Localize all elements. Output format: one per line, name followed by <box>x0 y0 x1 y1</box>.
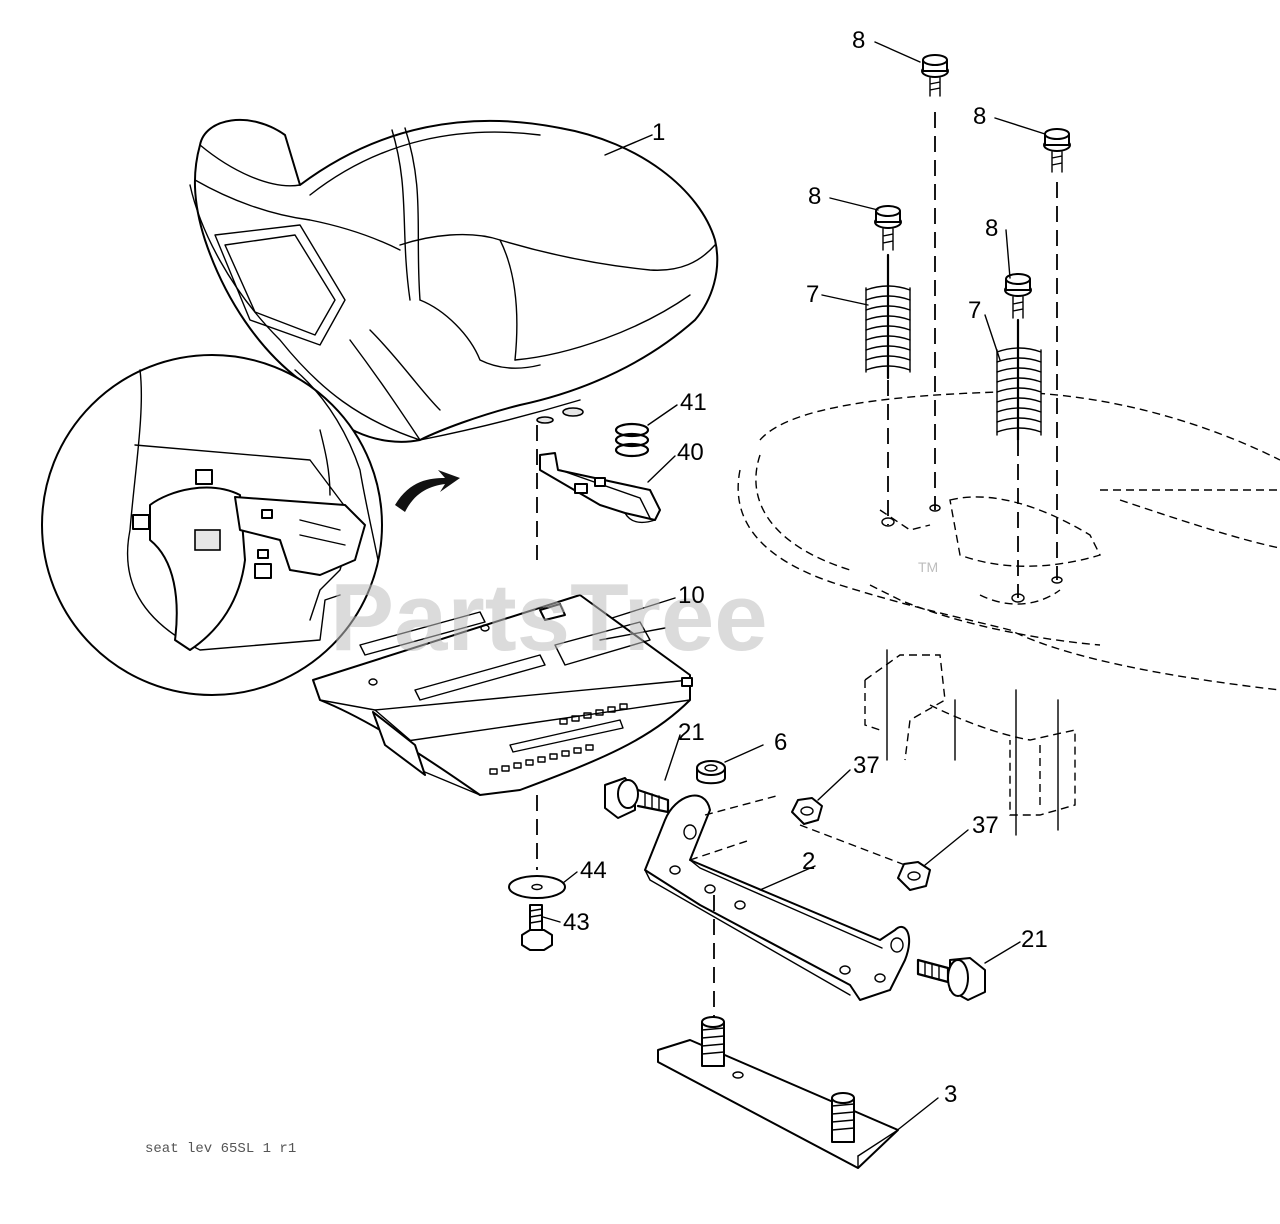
callout-8: 8 <box>852 27 865 54</box>
bolt-21-a <box>604 777 670 819</box>
callout-7: 7 <box>968 297 981 324</box>
bolt-21-b <box>916 957 986 1001</box>
spring-7-a <box>865 253 911 380</box>
watermark: PartsTree <box>330 564 768 671</box>
diagram-caption: seat lev 65SL 1 r1 <box>145 1141 296 1157</box>
callout-2: 2 <box>802 848 815 875</box>
callout-44: 44 <box>580 857 607 884</box>
plate-3 <box>657 1016 899 1169</box>
callout-7: 7 <box>806 281 819 308</box>
spacer-6 <box>696 760 726 785</box>
spring-41 <box>614 422 650 458</box>
callout-8: 8 <box>808 183 821 210</box>
callout-10: 10 <box>678 582 705 609</box>
stud-right <box>831 1092 855 1143</box>
stud-left <box>701 1016 725 1067</box>
callout-21: 21 <box>1021 926 1048 953</box>
callout-1: 1 <box>652 119 665 146</box>
frame-bracket <box>864 649 1076 836</box>
callout-21: 21 <box>678 719 705 746</box>
callout-8: 8 <box>973 103 986 130</box>
bolt-8-d <box>1004 273 1032 598</box>
callout-41: 41 <box>680 389 707 416</box>
bolt-43 <box>521 904 553 951</box>
bolt-8-a <box>921 54 949 510</box>
callout-37: 37 <box>972 812 999 839</box>
watermark-trademark: TM <box>918 559 938 575</box>
spring-7-b <box>996 318 1042 442</box>
leader-lines <box>542 41 1046 1133</box>
callout-37: 37 <box>853 752 880 779</box>
callout-3: 3 <box>944 1081 957 1108</box>
detail-inset <box>41 354 460 696</box>
washer-44 <box>508 875 566 899</box>
callout-6: 6 <box>774 729 787 756</box>
bracket-40 <box>539 452 661 524</box>
callout-40: 40 <box>677 439 704 466</box>
bolt-8-c <box>874 205 902 525</box>
callout-8: 8 <box>985 215 998 242</box>
fender-holes <box>881 504 1063 603</box>
bolt-8-b <box>1043 128 1071 580</box>
nut-37-a <box>791 797 823 825</box>
adjust-slots <box>489 703 628 775</box>
nut-37-b <box>897 861 931 891</box>
callout-43: 43 <box>563 909 590 936</box>
seat <box>189 119 719 560</box>
bracket-2 <box>644 794 911 1025</box>
seat-plate-10 <box>312 594 693 870</box>
